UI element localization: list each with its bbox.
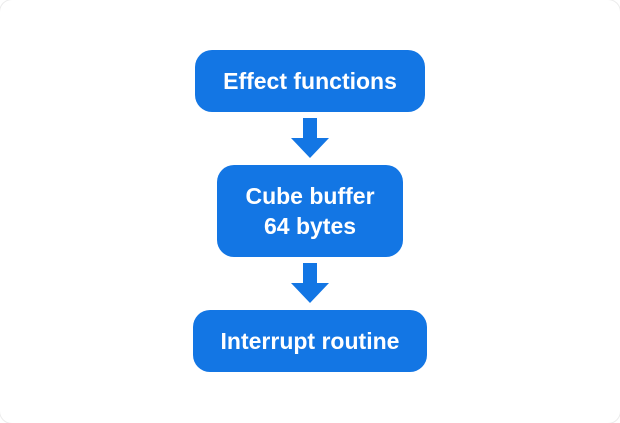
node-effect-functions-label: Effect functions xyxy=(223,68,397,94)
node-cube-buffer: Cube buffer 64 bytes xyxy=(217,165,403,257)
node-effect-functions: Effect functions xyxy=(195,50,425,112)
node-interrupt-routine: Interrupt routine xyxy=(192,310,428,372)
down-arrow-icon xyxy=(291,118,329,158)
node-cube-buffer-label-line1: Cube buffer xyxy=(245,183,375,209)
node-interrupt-routine-label: Interrupt routine xyxy=(220,328,400,354)
flowchart: Effect functions Cube buffer 64 bytes In… xyxy=(192,50,428,372)
down-arrow-icon xyxy=(291,263,329,303)
node-cube-buffer-label-line2: 64 bytes xyxy=(263,213,357,239)
